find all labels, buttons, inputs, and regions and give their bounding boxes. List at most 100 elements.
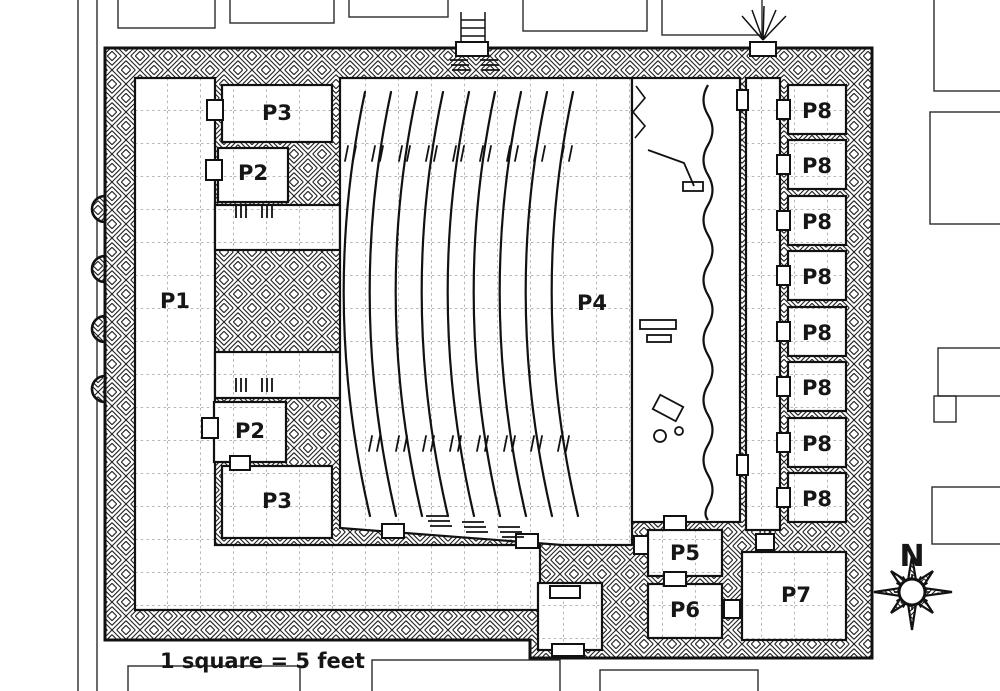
door (381, 523, 405, 539)
doors (201, 41, 791, 657)
floor-p1-corridor (133, 76, 542, 612)
room-label-p8: P8 (802, 321, 832, 345)
prop-bench-small (646, 334, 672, 343)
city-building (933, 0, 1000, 92)
curtain-wavy-line (702, 84, 714, 521)
door (776, 487, 791, 508)
room-label-p8: P8 (802, 265, 832, 289)
room-label-p8: P8 (802, 154, 832, 178)
door (755, 533, 775, 551)
room-label-p7: P7 (781, 583, 811, 607)
room-p8-5 (786, 305, 848, 358)
floors (133, 76, 848, 652)
room-label-p8: P8 (802, 487, 832, 511)
room-p8-4 (786, 249, 848, 302)
city-building (127, 665, 301, 691)
city-building (599, 669, 759, 691)
street-road-left (77, 0, 98, 691)
room-label-p2-south: P2 (235, 419, 265, 443)
city-building (931, 486, 1000, 545)
seat-tick-marks-south (368, 435, 570, 452)
theater-seating (342, 90, 580, 518)
prop-table (682, 181, 704, 192)
city-building (929, 111, 1000, 225)
door (776, 210, 791, 231)
city-building (937, 347, 1000, 397)
door (776, 376, 791, 397)
room-label-p3-south: P3 (262, 489, 292, 513)
door (736, 454, 749, 476)
room-label-p6: P6 (670, 598, 700, 622)
compass-spike-ring (894, 574, 930, 610)
hall-p4-theater (338, 76, 634, 547)
passage-north (213, 203, 342, 252)
stairs-markers (235, 5, 787, 538)
door (206, 99, 224, 121)
door (776, 154, 791, 175)
scale-label: 1 square = 5 feet (160, 649, 365, 673)
door (229, 455, 251, 471)
wall-tower-bumps (90, 194, 107, 404)
door (776, 432, 791, 453)
door (633, 535, 649, 555)
room-p8-1 (786, 83, 848, 136)
compass-circle (897, 577, 927, 607)
room-label-p5: P5 (670, 541, 700, 565)
seat-tick-marks-north (344, 145, 573, 162)
room-label-p8: P8 (802, 210, 832, 234)
door (723, 599, 741, 619)
city-building (522, 0, 648, 32)
door (205, 159, 223, 181)
steps-hall-south (426, 515, 524, 538)
door (663, 515, 687, 531)
compass-north-label: N (899, 539, 924, 574)
room-label-p1: P1 (160, 289, 190, 313)
steps-passage-north (235, 204, 273, 218)
steps-passage-south (235, 378, 273, 392)
city-building (933, 395, 957, 423)
door (551, 643, 585, 657)
room-label-p8: P8 (802, 99, 832, 123)
backstage-area (630, 76, 742, 524)
door (776, 321, 791, 342)
prop-bench (639, 319, 677, 330)
room-label-p8: P8 (802, 432, 832, 456)
city-building (371, 659, 561, 691)
prop-crate (651, 393, 685, 423)
stage-details (631, 84, 714, 521)
compass-rose: N (873, 539, 953, 631)
room-p8-8 (786, 471, 848, 524)
steps-north-entrance (450, 59, 500, 71)
room-p8-6 (786, 360, 848, 413)
rope-zigzag (631, 85, 647, 139)
door (455, 41, 489, 57)
room-p3-south (220, 464, 334, 540)
city-background (77, 0, 1000, 691)
room-label-p4: P4 (577, 291, 607, 315)
city-building (229, 0, 335, 24)
city-building (661, 0, 763, 36)
room-label-p8: P8 (802, 376, 832, 400)
city-building (348, 0, 449, 18)
room-labels: P1 P3 P2 P2 P3 P4 P5 P6 P7 P8 P8 P8 P8 P… (160, 99, 832, 622)
porch-north-entrance (460, 12, 486, 42)
prop-barrel-small (674, 426, 684, 436)
door (663, 571, 687, 587)
passage-south (213, 350, 342, 400)
city-building (117, 0, 216, 29)
door (776, 99, 791, 120)
door (776, 265, 791, 286)
door (201, 417, 219, 439)
room-p6 (646, 582, 724, 640)
east-corridor (744, 76, 782, 532)
room-p8-2 (786, 138, 848, 191)
stage-door-rays (741, 5, 787, 41)
door (736, 89, 749, 111)
room-label-p2-north: P2 (238, 161, 268, 185)
door (549, 585, 581, 599)
door (749, 41, 777, 57)
room-p7 (740, 550, 848, 642)
prop-stand (647, 149, 695, 187)
